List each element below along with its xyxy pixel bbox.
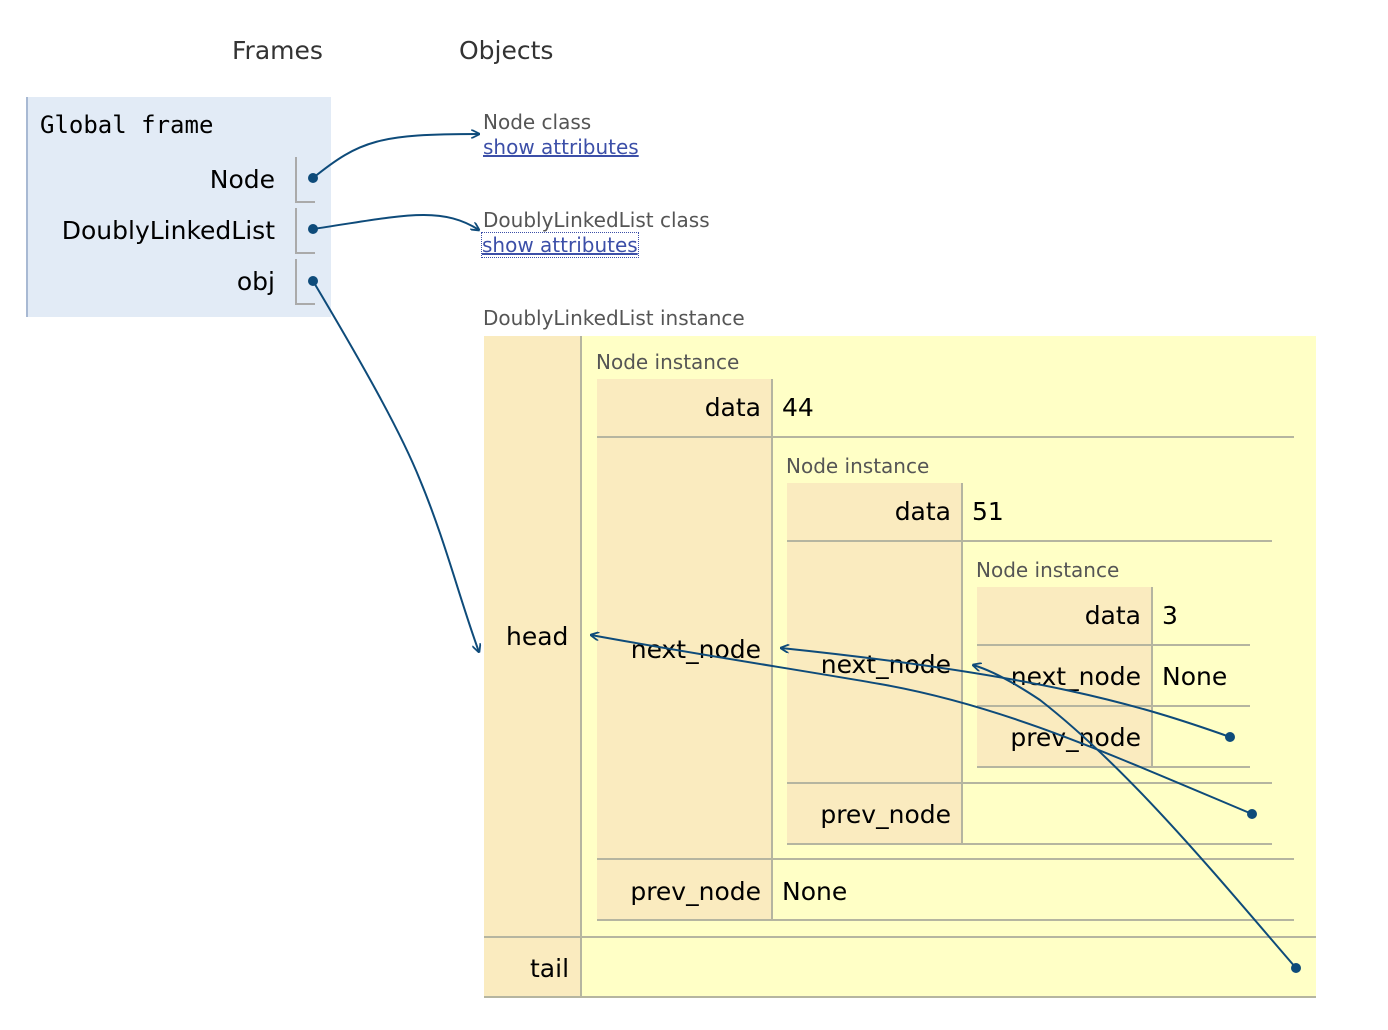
- node2-prev-pointer-arrow: [591, 635, 1253, 815]
- node2-row-border: [787, 843, 1272, 845]
- tail-key: tail: [530, 954, 570, 983]
- tail-divider: [580, 938, 582, 998]
- node1-next-key: next_node: [630, 635, 761, 664]
- node1-next-key-cell: [597, 438, 771, 858]
- tail-key-cell: [484, 938, 580, 998]
- tail-pointer-dot: [1291, 963, 1301, 973]
- node-pointer-arrow: [312, 134, 479, 179]
- node3-data-key-cell: [977, 587, 1151, 644]
- dll-bottom-border: [484, 996, 1316, 998]
- node3-row-border: [977, 766, 1250, 768]
- node2-data-divider: [961, 483, 963, 540]
- head-key: head: [506, 622, 569, 651]
- node3-label: Node instance: [976, 558, 1120, 582]
- var-doublylinkedlist-value-box: [295, 208, 315, 254]
- var-doublylinkedlist: DoublyLinkedList: [61, 216, 275, 245]
- node2-next-divider: [961, 542, 963, 782]
- node3-prev-pointer-arrow: [781, 648, 1231, 738]
- node3-prev-key: prev_node: [1010, 723, 1141, 752]
- dll-pointer-arrow: [312, 214, 479, 230]
- var-node: Node: [209, 165, 275, 194]
- node1-data-divider: [771, 379, 773, 436]
- node3-prev-pointer-dot: [1225, 732, 1235, 742]
- node3-data-divider: [1151, 587, 1153, 644]
- node2-data-value: 51: [972, 497, 1004, 526]
- node2-prev-divider: [961, 784, 963, 843]
- global-frame-title: Global frame: [40, 111, 214, 139]
- node2-row-border: [787, 782, 1272, 784]
- node1-row-border: [597, 919, 1294, 921]
- node2-next-key-cell: [787, 542, 961, 782]
- node2-prev-key: prev_node: [820, 800, 951, 829]
- node3-row-border: [977, 705, 1250, 707]
- dll-class-show-attributes-link[interactable]: show attributes: [481, 232, 639, 258]
- node2-label: Node instance: [786, 454, 930, 478]
- head-key-cell: [484, 336, 580, 936]
- node3-data-key: data: [1084, 601, 1141, 630]
- node3-next-key-cell: [977, 646, 1151, 705]
- node-class-label: Node class: [483, 110, 592, 134]
- var-node-value-box: [295, 157, 315, 203]
- node1-next-divider: [771, 438, 773, 858]
- frames-header: Frames: [232, 36, 323, 65]
- dll-class-label: DoublyLinkedList class: [483, 208, 710, 232]
- node2-data-key-cell: [787, 483, 961, 540]
- node1-prev-divider: [771, 860, 773, 919]
- dll-instance-label: DoublyLinkedList instance: [483, 306, 745, 330]
- node2-row-border: [787, 540, 1272, 542]
- node1-data-value: 44: [782, 393, 814, 422]
- global-frame: [26, 97, 331, 317]
- node2-prev-pointer-dot: [1247, 809, 1257, 819]
- node3-row-border: [977, 644, 1250, 646]
- node2-data-key: data: [894, 497, 951, 526]
- node1-prev-key: prev_node: [630, 877, 761, 906]
- node3-data-value: 3: [1162, 601, 1178, 630]
- node1-row-border: [597, 858, 1294, 860]
- node3-prev-divider: [1151, 707, 1153, 766]
- dll-pointer-dot: [308, 224, 318, 234]
- node1-data-key-cell: [597, 379, 771, 436]
- objects-header: Objects: [459, 36, 554, 65]
- node-class-show-attributes-link[interactable]: show attributes: [483, 135, 639, 159]
- head-tail-divider: [484, 936, 1316, 938]
- node2-prev-key-cell: [787, 784, 961, 843]
- node1-row-border: [597, 436, 1294, 438]
- var-obj-value-box: [295, 259, 315, 305]
- node1-label: Node instance: [596, 350, 740, 374]
- node3-next-value: None: [1162, 662, 1228, 691]
- node1-data-key: data: [704, 393, 761, 422]
- node-pointer-dot: [308, 173, 318, 183]
- obj-pointer-dot: [308, 276, 318, 286]
- node3-next-divider: [1151, 646, 1153, 705]
- node3-next-key: next_node: [1010, 662, 1141, 691]
- obj-pointer-arrow: [312, 280, 479, 652]
- node1-prev-key-cell: [597, 860, 771, 919]
- tail-pointer-arrow: [973, 665, 1297, 969]
- node1-prev-value: None: [782, 877, 848, 906]
- var-obj: obj: [236, 267, 275, 296]
- head-divider: [580, 336, 582, 936]
